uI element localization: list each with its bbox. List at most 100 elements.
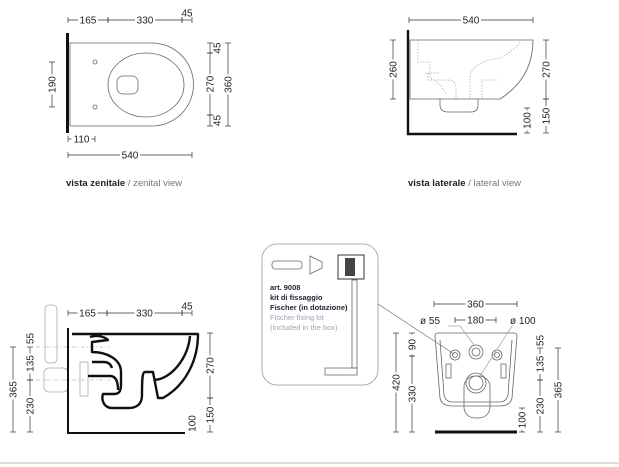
dimension-label: 150	[542, 107, 553, 124]
dimension-label: 190	[48, 76, 59, 93]
label-bg	[406, 334, 418, 355]
dimension-label: 165	[80, 16, 97, 27]
dimension-label: 270	[206, 357, 217, 374]
label-bg	[204, 405, 216, 425]
bowl-bottom-outline	[439, 99, 479, 113]
label-bg	[222, 74, 234, 95]
dimension-label: 270	[542, 61, 553, 78]
fixing-bracket-core	[345, 258, 355, 276]
lateral-caption: vista laterale / lateral view	[408, 178, 521, 189]
label-bg	[390, 372, 402, 393]
fixing-hole-left	[449, 349, 461, 361]
label-bg	[552, 380, 564, 400]
kit-article: art. 9008	[270, 283, 300, 292]
zenital-caption: vista zenitale / zenital view	[66, 178, 182, 189]
dimension-label: 100	[518, 411, 529, 428]
dimension-label: 260	[389, 61, 400, 78]
dimension-label: 55	[536, 335, 547, 347]
dimension-label: 150	[206, 406, 217, 423]
bowl-inner-curve	[154, 335, 192, 382]
label-bg	[516, 410, 528, 430]
back-plate-outline	[434, 332, 518, 407]
leader-line	[459, 325, 475, 346]
label-bg	[521, 110, 533, 131]
label-bg	[24, 396, 36, 416]
water-inlet-55	[468, 344, 484, 360]
side-slot-left	[445, 363, 452, 379]
diameter-100-label: ø 100	[510, 316, 536, 327]
connector-sleeve	[79, 361, 89, 397]
dimension-label: 45	[181, 302, 193, 313]
label-bg	[465, 298, 486, 310]
fixing-washer-icon	[309, 255, 323, 275]
dimension-label: 100	[523, 112, 534, 129]
label-bg	[186, 413, 198, 434]
label-bg	[204, 355, 216, 376]
label-bg	[465, 314, 486, 326]
label-bg	[71, 133, 92, 145]
dimension-label: 55	[26, 333, 37, 345]
label-bg	[135, 14, 155, 26]
fixing-hole-right-inner	[494, 352, 500, 358]
label-bg	[7, 379, 19, 400]
toilet-body-outline	[69, 42, 194, 127]
front-view: ø 55 ø 100	[420, 316, 536, 434]
cistern-pipe	[44, 304, 58, 364]
dimension-label: 135	[536, 355, 547, 372]
bowl-section-outline	[72, 332, 200, 410]
drain-outlet-inner	[468, 375, 484, 391]
dimension-label: 365	[554, 381, 565, 398]
label-bg	[78, 14, 98, 26]
label-bg	[406, 384, 418, 404]
seat-outline	[107, 52, 185, 118]
dimension-label: 420	[392, 374, 403, 391]
leader-line	[479, 325, 513, 377]
label-bg	[24, 353, 36, 374]
kit-note-en: (included in the box)	[270, 323, 338, 332]
label-bg	[204, 74, 216, 94]
dimension-label: 540	[122, 151, 139, 162]
label-bg	[540, 59, 552, 80]
dimension-label: 360	[224, 76, 235, 93]
label-bg	[540, 106, 552, 126]
drain-outlet-100	[465, 372, 487, 394]
water-inlet-inner	[471, 347, 481, 357]
dimension-label: 330	[136, 309, 153, 320]
fixing-hole-left-inner	[452, 352, 458, 358]
label-bg	[24, 328, 36, 349]
dimension-label: 45	[213, 115, 224, 127]
dimension-label: 540	[463, 16, 480, 27]
wall-floor-line	[67, 328, 185, 434]
dimension-label: 45	[213, 42, 224, 54]
lateral-view: vista laterale / lateral view	[406, 30, 534, 189]
fixing-rod-icon	[271, 260, 303, 270]
fixing-bracket-icon	[337, 254, 365, 280]
label-bg	[120, 149, 140, 161]
wall-floor-line	[406, 30, 517, 136]
dimension-label: 230	[26, 397, 37, 414]
dimension-label: 45	[181, 9, 193, 20]
dimension-label: 180	[467, 316, 484, 327]
label-bg	[534, 330, 546, 351]
dimension-label: 135	[26, 355, 37, 372]
kit-brand-it: Fischer (in dotazione)	[270, 303, 348, 312]
toilet-body-outline	[409, 39, 534, 100]
label-bg	[387, 59, 399, 80]
fixing-foot-icon	[324, 367, 358, 376]
callout-leader-line	[377, 303, 455, 355]
dimension-label: 230	[536, 397, 547, 414]
dimension-label: 330	[137, 16, 154, 27]
dimension-label: 360	[467, 300, 484, 311]
fixing-hole	[92, 59, 98, 65]
label-bg	[134, 307, 155, 319]
kit-name-en: Fischer fixing kit	[270, 313, 325, 322]
kit-name-it: kit di fissaggio	[270, 293, 323, 302]
label-bg	[534, 396, 546, 416]
fixing-hole	[92, 104, 98, 110]
fixing-stud-icon	[351, 279, 358, 369]
callout-box	[261, 243, 379, 386]
dimension-label: 90	[408, 339, 419, 351]
fixing-kit-callout: art. 9008 kit di fissaggio Fischer (in d…	[261, 243, 455, 386]
